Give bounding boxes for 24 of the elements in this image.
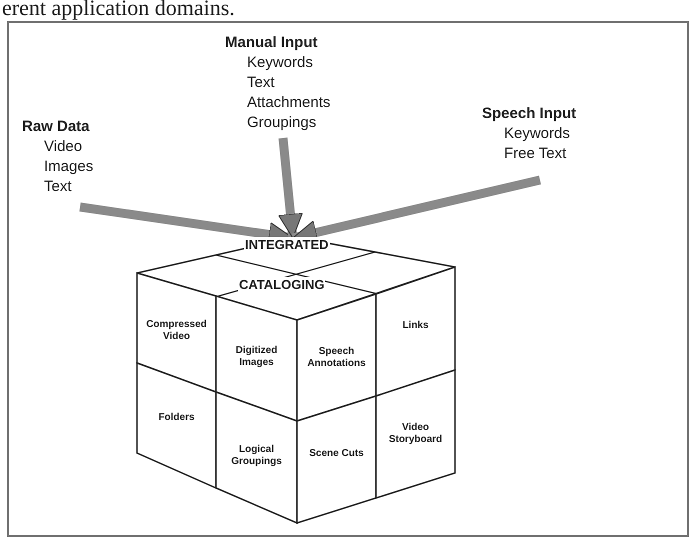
- group-heading: Manual Input: [225, 33, 318, 53]
- caption-fragment: erent application domains.: [2, 0, 235, 21]
- cell-label: Scene Cuts: [308, 448, 365, 460]
- list-item: Free Text: [504, 144, 568, 164]
- list-item: Groupings: [247, 113, 318, 133]
- list-item: Images: [44, 157, 94, 177]
- cell-label: Links: [401, 320, 430, 332]
- cube-title-text: INTEGRATED: [244, 237, 330, 252]
- list-item: Keywords: [247, 53, 314, 73]
- cell-label: Folders: [157, 412, 196, 424]
- cube-title-text: CATALOGING: [238, 277, 326, 292]
- list-item: Text: [44, 177, 73, 197]
- list-item: Attachments: [247, 93, 330, 113]
- cell-label: Logical Groupings: [230, 444, 283, 468]
- list-item: Keywords: [504, 124, 571, 144]
- arrow: [278, 138, 303, 238]
- cell-label: Compressed Video: [145, 319, 208, 343]
- cell-label: Speech Annotations: [306, 346, 367, 370]
- list-item: Text: [247, 73, 276, 93]
- cell-label: Video Storyboard: [388, 422, 444, 446]
- cell-label: Digitized Images: [234, 345, 278, 370]
- group-heading: Raw Data: [22, 117, 91, 137]
- group-heading: Speech Input: [482, 104, 576, 124]
- list-item: Video: [44, 137, 84, 157]
